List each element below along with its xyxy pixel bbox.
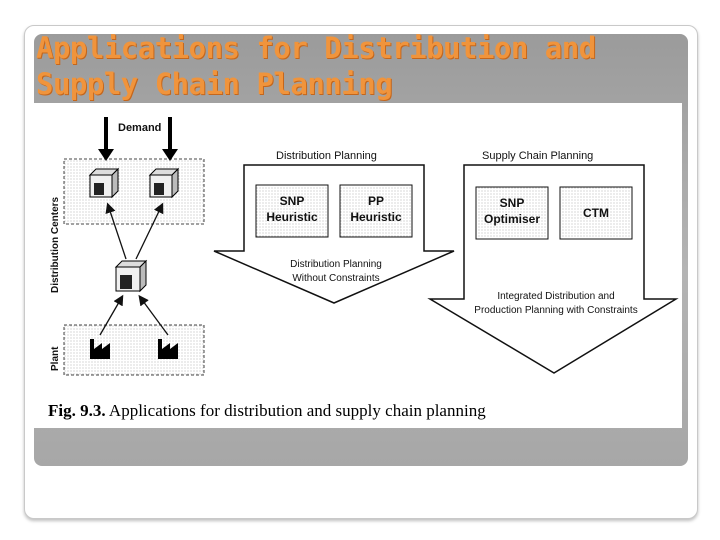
plant-region xyxy=(63,324,205,376)
scp-arrow-line2: Production Planning with Constraints xyxy=(474,305,637,316)
snp-optimiser-line1: SNP xyxy=(500,196,525,210)
pp-heuristic-line1: PP xyxy=(368,194,384,208)
factory-icon xyxy=(158,339,178,359)
snp-heuristic-line2: Heuristic xyxy=(266,210,318,224)
distribution-centers-region xyxy=(63,158,205,225)
flow-arrow xyxy=(99,294,124,336)
dp-arrow-line1: Distribution Planning xyxy=(290,259,382,270)
supply-chain-diagram: Distribution Centers Plant Demand xyxy=(50,117,679,376)
factory-icon xyxy=(90,339,110,359)
ctm-box xyxy=(559,186,633,240)
caption-number: Fig. 9.3. xyxy=(48,401,106,420)
flow-arrow xyxy=(135,202,164,260)
dp-arrow-line2: Without Constraints xyxy=(292,273,379,284)
slide-title-line1: Applications for Distribution and xyxy=(36,31,596,65)
central-warehouse-icon xyxy=(114,259,148,293)
scp-arrow-line1: Integrated Distribution and xyxy=(497,291,614,302)
distribution-centers-label: Distribution Centers xyxy=(50,196,61,293)
pp-heuristic-box xyxy=(339,184,413,238)
plant-label: Plant xyxy=(50,346,61,371)
snp-heuristic-box xyxy=(255,184,329,238)
ctm-label: CTM xyxy=(583,206,609,220)
snp-optimiser-line2: Optimiser xyxy=(484,212,540,226)
snp-optimiser-box xyxy=(475,186,549,240)
warehouse-icon xyxy=(88,167,120,199)
flow-arrow xyxy=(105,202,127,260)
figure-image: Distribution Centers Plant Demand xyxy=(34,103,682,428)
distribution-planning-label: Distribution Planning xyxy=(276,150,377,162)
supply-chain-planning-arrow xyxy=(427,164,679,374)
demand-arrowhead-left xyxy=(98,149,114,161)
supply-chain-planning-label: Supply Chain Planning xyxy=(482,150,593,162)
demand-label: Demand xyxy=(118,122,161,134)
slide-title-line2: Supply Chain Planning xyxy=(36,67,393,101)
pp-heuristic-line2: Heuristic xyxy=(350,210,402,224)
figure-caption: Fig. 9.3. Applications for distribution … xyxy=(48,401,486,421)
warehouse-icon xyxy=(148,167,180,199)
snp-heuristic-line1: SNP xyxy=(280,194,305,208)
slide-title: Applications for Distribution and Supply… xyxy=(36,30,676,102)
demand-arrowhead-right xyxy=(162,149,178,161)
caption-text: Applications for distribution and supply… xyxy=(108,401,486,420)
flow-arrow xyxy=(138,294,169,336)
